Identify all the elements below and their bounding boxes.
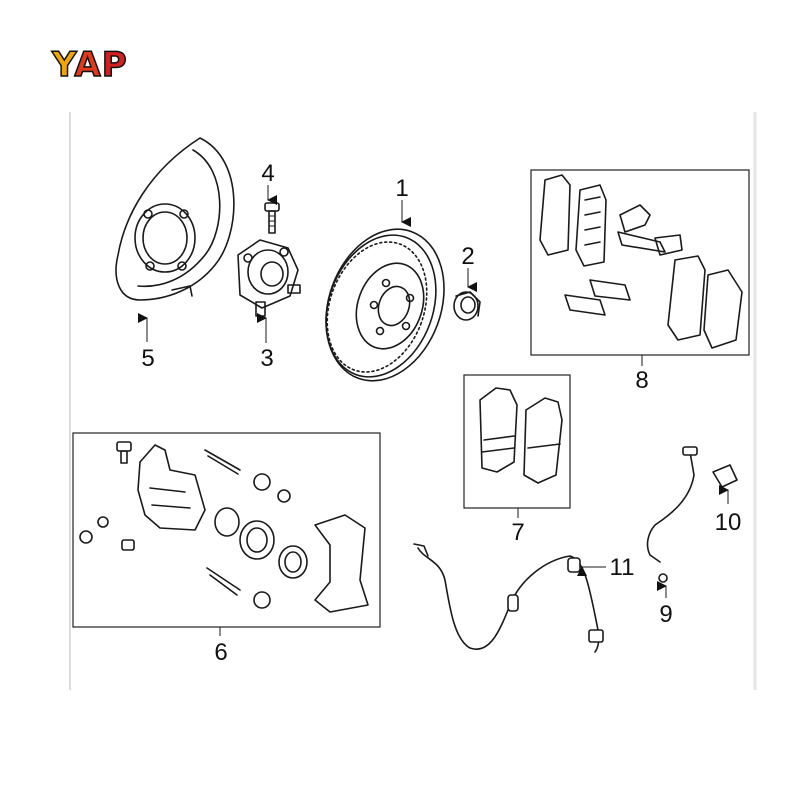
hub-bolt bbox=[264, 202, 280, 234]
brand-logo: YAP bbox=[51, 45, 128, 85]
dust-shield bbox=[115, 137, 235, 301]
callout-10: 10 bbox=[715, 509, 742, 536]
callout-5: 5 bbox=[141, 345, 154, 372]
brake-hose bbox=[646, 446, 698, 583]
brake-pad-set bbox=[479, 387, 563, 484]
callout-9: 9 bbox=[659, 601, 672, 628]
callout-3: 3 bbox=[260, 345, 273, 372]
callout-8: 8 bbox=[635, 367, 648, 394]
callout-6: 6 bbox=[214, 639, 227, 666]
callout-2: 2 bbox=[461, 243, 474, 270]
brake-caliper-parts bbox=[79, 441, 369, 613]
hose-clip bbox=[712, 464, 738, 488]
callout-4: 4 bbox=[261, 160, 274, 187]
abs-sensor-harness bbox=[413, 543, 604, 653]
logo-letter-p: P bbox=[101, 45, 128, 85]
brake-rotor bbox=[325, 228, 445, 382]
hub-seal bbox=[453, 291, 481, 321]
callout-7: 7 bbox=[511, 519, 524, 546]
pad-hardware-kit bbox=[539, 174, 743, 349]
logo-letter-a: A bbox=[74, 45, 102, 85]
caliper-assembly-box bbox=[72, 432, 381, 628]
brake-pads-box bbox=[463, 374, 571, 509]
wheel-hub-assembly bbox=[237, 239, 301, 317]
callout-1: 1 bbox=[395, 175, 408, 202]
logo-letter-y: Y bbox=[51, 45, 75, 85]
hardware-kit-box bbox=[530, 169, 750, 356]
callout-11: 11 bbox=[610, 554, 635, 581]
